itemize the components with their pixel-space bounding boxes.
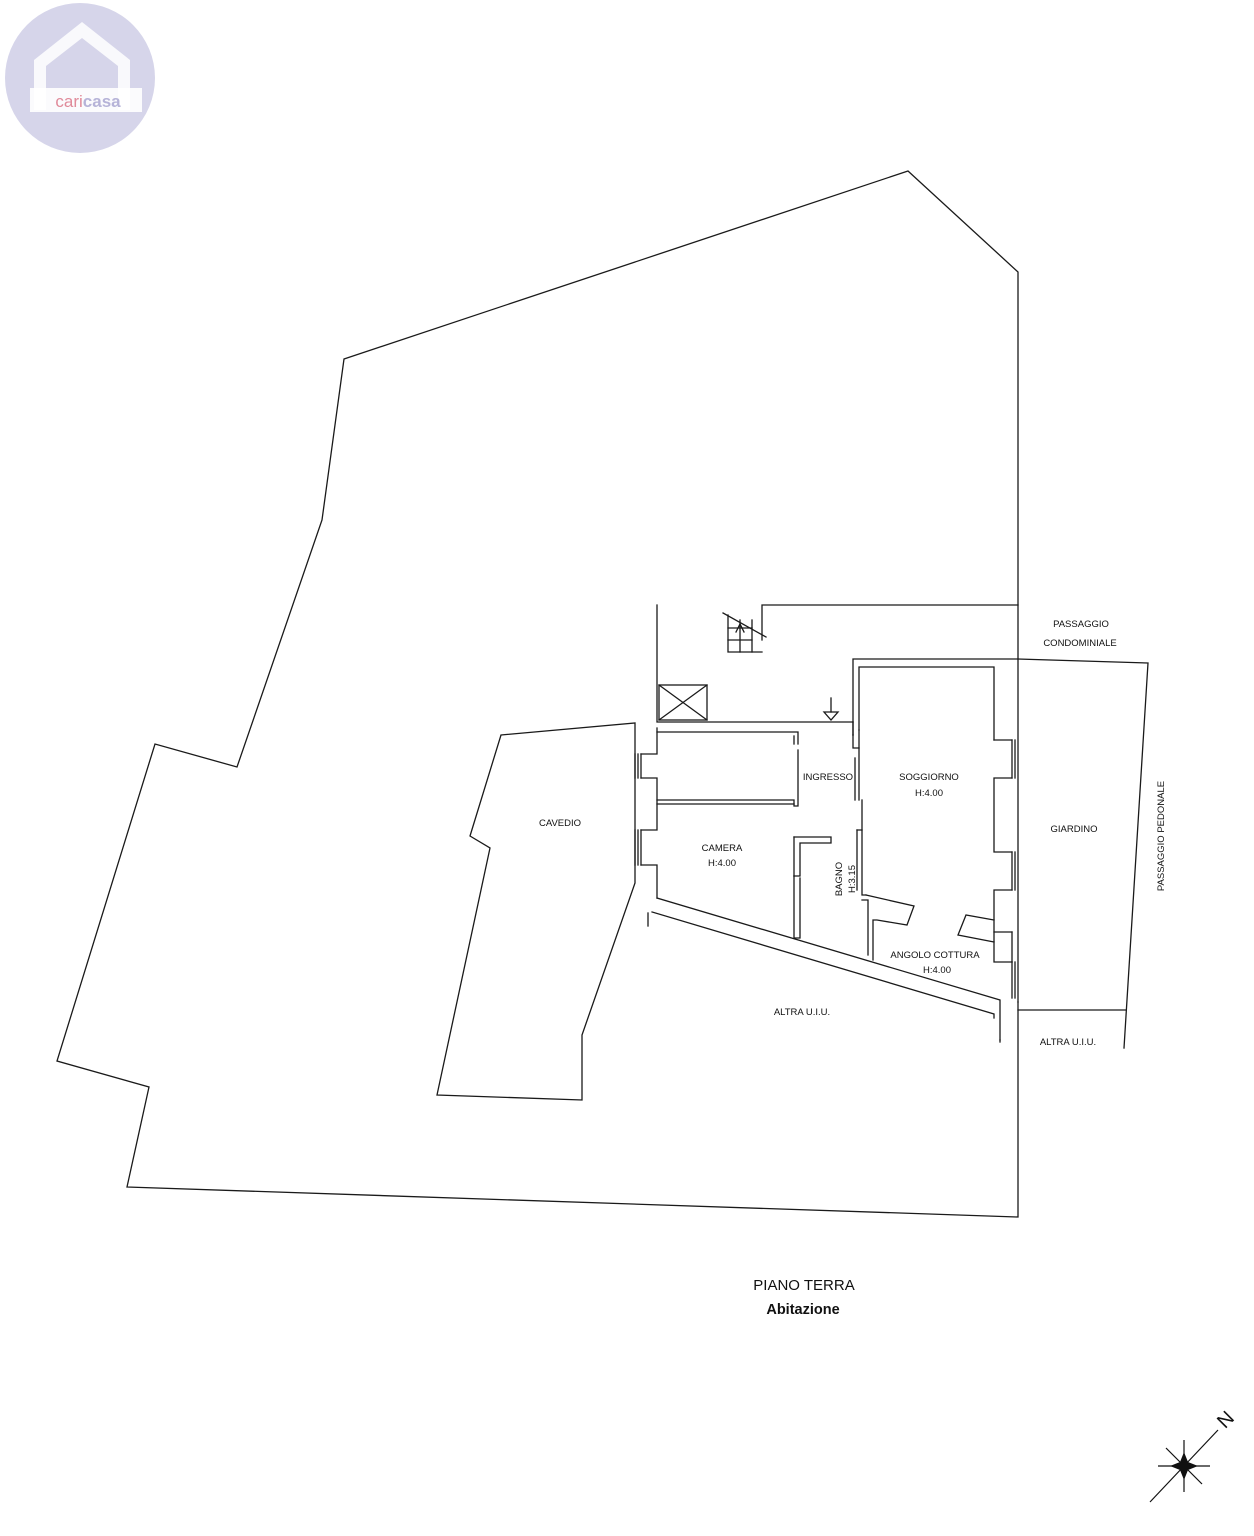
label-angolo-cottura-height: H:4.00: [923, 965, 951, 976]
stairs-icon: [722, 612, 767, 653]
label-bagno: BAGNO: [834, 862, 845, 896]
compass-north-label: N: [1213, 1407, 1239, 1433]
logo-house-icon: [34, 22, 130, 110]
label-soggiorno: SOGGIORNO: [899, 772, 959, 783]
plan-subtitle: Abitazione: [766, 1302, 839, 1318]
apartment-walls: [634, 658, 1019, 1043]
garden-walls: [1017, 658, 1149, 1049]
condominium-passage-walls: [656, 604, 1019, 723]
logo: caricasa: [5, 3, 155, 153]
plan-title: PIANO TERRA: [753, 1277, 854, 1294]
elevator-shaft: [658, 684, 708, 721]
cavedio-outline: [436, 722, 636, 1101]
label-angolo-cottura: ANGOLO COTTURA: [890, 950, 980, 961]
compass-icon: N: [1149, 1407, 1239, 1503]
label-soggiorno-height: H:4.00: [915, 788, 943, 799]
room-labels: CAVEDIO INGRESSO SOGGIORNO H:4.00 CAMERA…: [539, 619, 1167, 1048]
label-camera-height: H:4.00: [708, 858, 736, 869]
label-altra-uiu-2: ALTRA U.I.U.: [1040, 1037, 1096, 1048]
label-camera: CAMERA: [702, 843, 743, 854]
entrance-arrow-icon: [822, 697, 840, 721]
label-bagno-height: H:3.15: [847, 865, 858, 893]
label-passaggio-pedonale: PASSAGGIO PEDONALE: [1156, 781, 1167, 891]
label-ingresso: INGRESSO: [803, 772, 853, 783]
label-condominiale: CONDOMINIALE: [1043, 638, 1116, 649]
logo-text-band: [30, 88, 142, 112]
label-passaggio: PASSAGGIO: [1053, 619, 1109, 630]
label-altra-uiu-1: ALTRA U.I.U.: [774, 1007, 830, 1018]
lot-boundary: [56, 170, 1019, 1218]
logo-circle: [5, 3, 155, 153]
label-cavedio: CAVEDIO: [539, 818, 581, 829]
logo-text: caricasa: [55, 92, 121, 111]
label-giardino: GIARDINO: [1051, 824, 1098, 835]
